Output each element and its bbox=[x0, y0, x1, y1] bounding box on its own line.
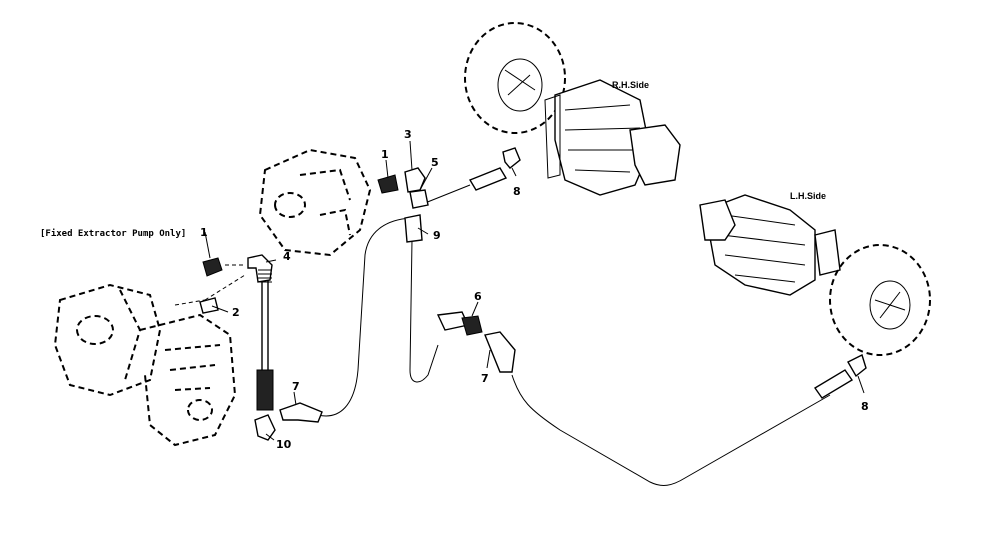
label-1-top: 1 bbox=[381, 148, 389, 161]
fitting-part-10 bbox=[254, 414, 276, 441]
fitting-part-7-left bbox=[279, 402, 323, 423]
label-9: 9 bbox=[433, 229, 441, 242]
label-8-right: 8 bbox=[861, 400, 869, 413]
spring-guard-bottom bbox=[256, 369, 274, 411]
fitting-part-8-top bbox=[468, 147, 521, 191]
label-2: 2 bbox=[232, 306, 240, 319]
motor-rh-side bbox=[464, 22, 681, 196]
dashed-leader-lines bbox=[174, 264, 246, 306]
leader-lines bbox=[204, 140, 865, 441]
spring-guard-top bbox=[258, 269, 272, 283]
fitting-part-5-tee bbox=[409, 189, 429, 209]
lh-side-label: L.H.Side bbox=[790, 191, 826, 201]
label-4: 4 bbox=[283, 250, 291, 263]
fitting-part-2 bbox=[199, 297, 219, 314]
fitting-part-9 bbox=[404, 214, 423, 243]
pump-assembly-left bbox=[53, 283, 237, 447]
fixed-extractor-note: [Fixed Extractor Pump Only] bbox=[40, 228, 186, 239]
label-10: 10 bbox=[276, 438, 292, 451]
label-5: 5 bbox=[431, 156, 439, 169]
pump-block-middle bbox=[258, 148, 372, 257]
fitting-part-3 bbox=[404, 167, 426, 193]
fitting-part-7-right bbox=[484, 331, 516, 373]
rh-side-label: R.H.Side bbox=[612, 80, 649, 90]
label-8-top: 8 bbox=[513, 185, 521, 198]
fitting-part-1-left bbox=[202, 257, 223, 277]
label-3: 3 bbox=[404, 128, 412, 141]
fitting-part-8-right bbox=[813, 354, 867, 399]
motor-lh-side bbox=[699, 194, 931, 356]
label-7-right: 7 bbox=[481, 372, 489, 385]
label-7-left: 7 bbox=[292, 380, 300, 393]
fitting-part-1-top bbox=[377, 174, 399, 194]
label-6: 6 bbox=[474, 290, 482, 303]
label-1-left: 1 bbox=[200, 226, 208, 239]
fitting-part-6 bbox=[436, 311, 483, 336]
